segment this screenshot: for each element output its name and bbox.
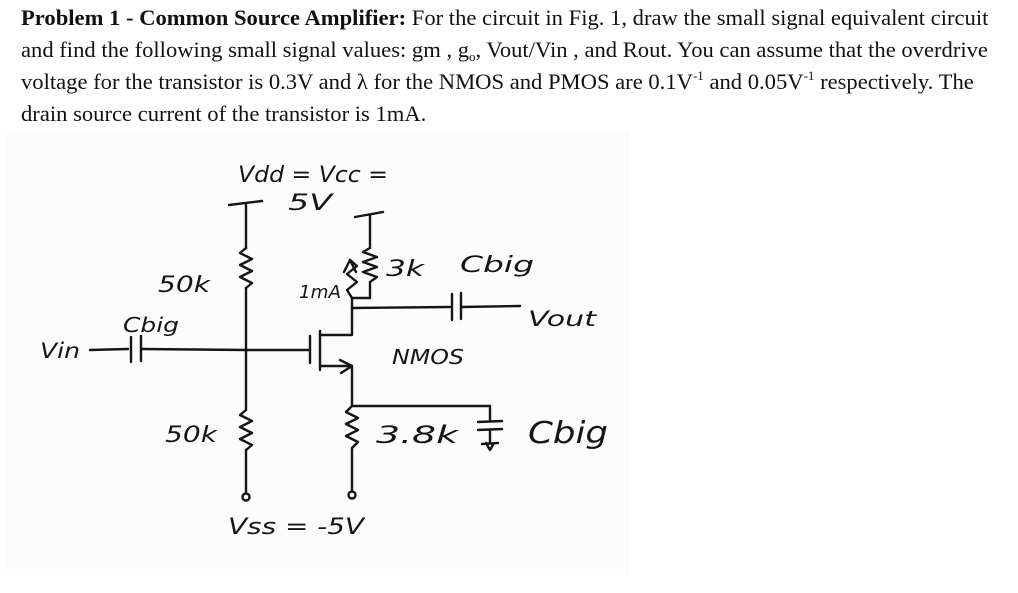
problem-text-part-3: and 0.05V: [703, 69, 804, 94]
resistor-50k-top: [238, 246, 254, 290]
vdd-label: Vdd = Vcc =: [238, 163, 388, 188]
resistor-50k-top-label: 50k: [158, 273, 212, 298]
lambda-pmos-exponent: -1: [803, 68, 815, 83]
current-source-1ma: [345, 258, 359, 300]
vss-terminal-left: [241, 492, 251, 502]
circuit-figure: Vdd = Vcc = 5V 50k Cbig Vin 1mA 3k Cbig …: [5, 130, 630, 575]
vdd-value: 5V: [288, 191, 335, 216]
problem-number: Problem 1 -: [21, 5, 140, 30]
resistor-3k-label: 3k: [386, 257, 426, 282]
vin-wire: [88, 347, 130, 352]
resistor-3-8k: [344, 404, 360, 450]
problem-topic: Common Source Amplifier:: [139, 5, 407, 30]
figure-background: [5, 130, 630, 575]
lambda-nmos-exponent: -1: [692, 68, 704, 83]
resistor-3k: [361, 246, 379, 300]
input-capacitor-label: Cbig: [123, 313, 179, 337]
nmos-drain-lead: [318, 306, 354, 337]
resistor-3-8k-label: 3.8k: [376, 421, 460, 449]
nmos-label: NMOS: [392, 345, 464, 369]
vdd-rail-left: [227, 199, 264, 207]
problem-text-part-1: For the circuit in Fig. 1, draw the smal…: [21, 5, 989, 62]
problem-text-part-2: , Vout/Vin , and Rout. You can assume th…: [21, 37, 988, 94]
output-wire: [350, 305, 452, 310]
ground-symbol: [480, 441, 500, 452]
vin-label: Vin: [40, 339, 80, 363]
vss-terminal-right: [347, 490, 357, 500]
output-capacitor-label: Cbig: [460, 253, 534, 278]
vout-label: Vout: [528, 307, 597, 331]
resistor-50k-bottom: [238, 408, 254, 452]
problem-statement: Problem 1 - Common Source Amplifier: For…: [21, 2, 1011, 130]
vout-wire: [459, 304, 522, 309]
problem-text-part-4: respectively. The drain source current o…: [21, 69, 974, 126]
resistor-50k-bottom-label: 50k: [165, 423, 219, 448]
current-source-label: 1mA: [299, 282, 341, 303]
input-to-gate-wire: [139, 347, 312, 352]
bypass-capacitor-label: Cbig: [528, 416, 608, 451]
vss-label: Vss = -5V: [228, 515, 366, 540]
go-subscript: o: [469, 49, 476, 64]
bypass-capacitor: [476, 404, 504, 445]
current-source-arrow: [342, 258, 358, 274]
nmos-arrow: [338, 358, 354, 375]
